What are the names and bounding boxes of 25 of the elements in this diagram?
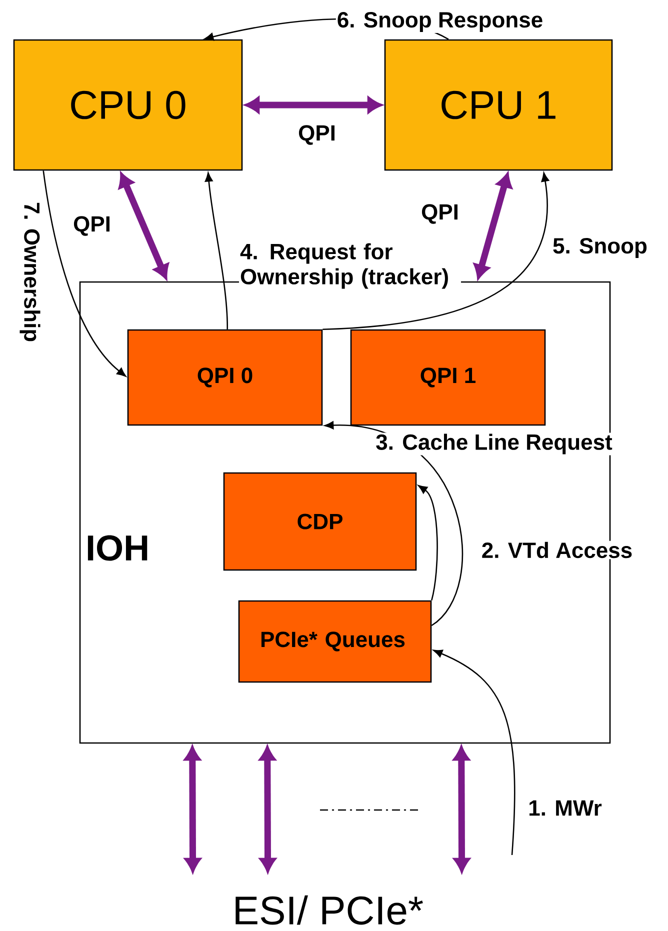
cpu-box: CPU 1 bbox=[384, 39, 613, 171]
edge-label: 5. Snoop bbox=[552, 237, 648, 259]
qpi-box: QPI 1 bbox=[350, 329, 546, 426]
cdp-box: CDP bbox=[223, 472, 417, 571]
edge-label: QPI bbox=[297, 124, 337, 146]
arrow bbox=[433, 650, 516, 856]
qpi-box: QPI 0 bbox=[127, 329, 323, 426]
edge-label: 1. MWr bbox=[527, 799, 603, 817]
arrow bbox=[204, 172, 228, 330]
edge-label: QPI bbox=[420, 203, 460, 225]
arrow bbox=[322, 172, 550, 330]
edge-label: 7. Ownership bbox=[18, 200, 42, 344]
edge-label: QPI bbox=[72, 215, 112, 237]
arrow bbox=[42, 170, 126, 377]
link-arrow bbox=[246, 97, 382, 113]
queue-box: PCIe* Queues bbox=[238, 600, 432, 683]
edge-label: 3. Cache Line Request bbox=[374, 432, 614, 456]
link-arrow bbox=[118, 173, 169, 279]
bus-label: ESI/ PCIe* bbox=[236, 895, 423, 925]
cpu-box: CPU 0 bbox=[13, 39, 243, 171]
edge-label: 2. VTd Access bbox=[480, 540, 634, 560]
edge-label: 6. Snoop Response bbox=[336, 11, 544, 33]
link-arrow bbox=[474, 173, 512, 279]
arrow bbox=[418, 485, 438, 600]
edge-label: 4. Request for Ownership (tracker) bbox=[239, 242, 461, 290]
